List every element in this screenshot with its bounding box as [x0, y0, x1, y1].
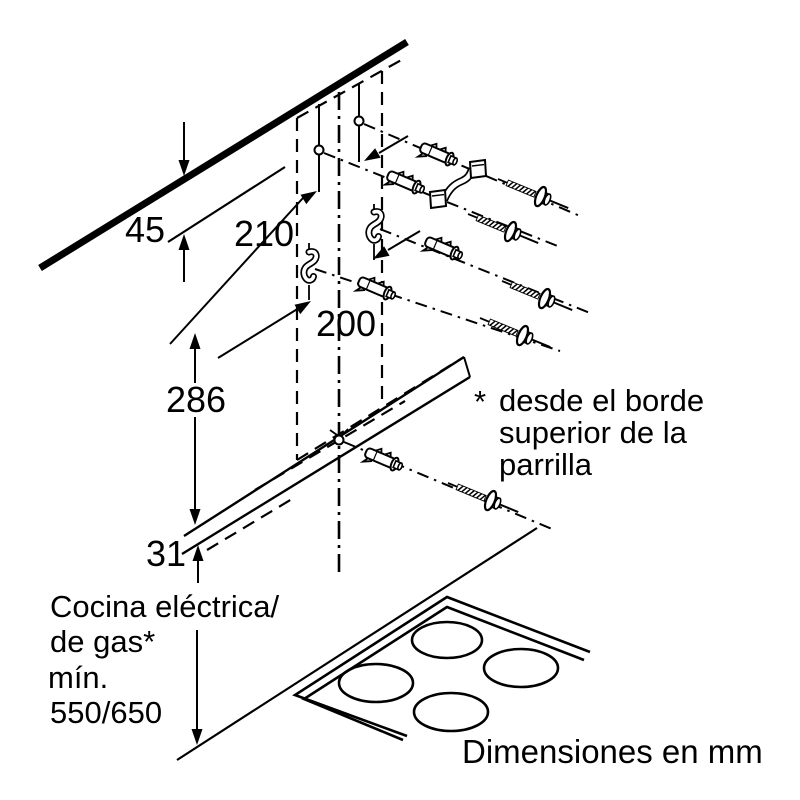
wall-anchor-icon — [354, 271, 400, 307]
burner-icon — [412, 691, 490, 733]
dim-45-label: 45 — [125, 209, 165, 250]
cooker-note-line-4: 550/650 — [50, 695, 162, 730]
wall-line — [38, 39, 409, 271]
cooker-note: Cocina eléctrica/ de gas* mín. 550/650 — [48, 589, 280, 730]
units-footer: Dimensiones en mm — [462, 733, 763, 770]
asterisk-note: * desde el borde superior de la parrilla — [474, 383, 704, 482]
cooker-note-line-3: mín. — [48, 660, 108, 695]
burner-icon — [410, 620, 484, 660]
dim-210-label: 210 — [234, 213, 294, 254]
dimension-286: 286 — [166, 333, 226, 525]
hanging-hook-icon — [369, 212, 381, 241]
dimension-550-650-arrow — [191, 630, 203, 745]
wall-anchor-icon — [416, 137, 462, 173]
screw-washer-icon — [474, 307, 556, 358]
hood-mounting-hole-icon — [329, 428, 349, 446]
chimney-dashed-outline — [295, 57, 406, 460]
dimension-31: 31 — [146, 533, 204, 583]
screw-washer-icon — [492, 168, 574, 219]
burner-icon — [482, 647, 560, 689]
mounting-hole-icon — [353, 115, 365, 127]
hood-body-outline — [181, 355, 471, 556]
dim-31-label: 31 — [146, 533, 186, 574]
screw-washer-icon — [496, 270, 578, 321]
dimension-210: 210 — [169, 144, 325, 345]
dim-200-label: 200 — [316, 303, 376, 344]
asterisk-marker: * — [474, 384, 486, 419]
dimension-200: 200 — [217, 301, 376, 359]
mounting-bracket-icon — [428, 158, 488, 210]
screw-washer-icon — [462, 203, 544, 254]
hanging-hook-icon — [304, 252, 316, 281]
cooker-note-line-1: Cocina eléctrica/ — [50, 589, 280, 624]
cooker-note-line-2: de gas* — [50, 624, 155, 659]
pointer-arrows — [364, 135, 421, 259]
mounting-hole-icon — [313, 144, 325, 156]
dim-286-label: 286 — [166, 379, 226, 420]
note-line-3: parrilla — [499, 447, 593, 482]
note-line-2: superior de la — [499, 415, 688, 450]
burner-icon — [337, 662, 415, 704]
wall-anchor-icon — [383, 165, 429, 201]
wall-base-line — [176, 527, 538, 761]
note-line-1: desde el borde — [499, 383, 704, 418]
dimension-45: 45 — [125, 122, 286, 282]
wall-anchor-icon — [361, 442, 407, 478]
cooktop-icon — [292, 595, 591, 742]
